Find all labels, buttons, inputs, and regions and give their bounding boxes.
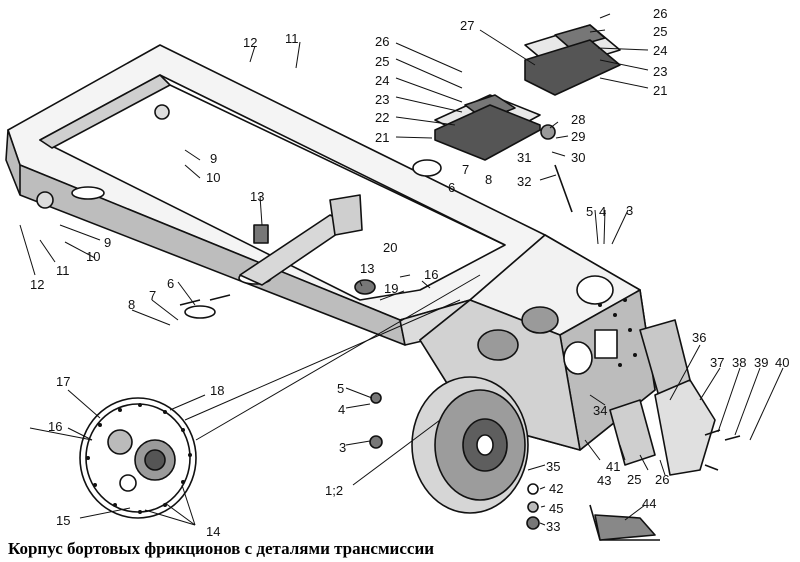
part-label: 18 — [210, 383, 225, 398]
part-label: 3 — [339, 440, 347, 455]
figure-caption: Корпус бортовых фрикционов с деталями тр… — [8, 539, 435, 558]
part-label: 30 — [571, 150, 586, 165]
part-label: 31 — [517, 150, 532, 165]
part-label: 26 — [375, 34, 390, 49]
part-label: 10 — [86, 249, 101, 264]
part-label: 38 — [732, 355, 747, 370]
part-label: 12 — [243, 35, 258, 50]
part-label: 15 — [56, 513, 71, 528]
part-label: 26 — [655, 472, 670, 487]
part-label: 4 — [338, 402, 346, 417]
part-label: 35 — [546, 459, 561, 474]
part-label: 8 — [485, 172, 493, 187]
part-label: 20 — [383, 240, 398, 255]
part-label: 14 — [206, 524, 221, 539]
part-label: 16 — [48, 419, 63, 434]
part-label: 5 — [337, 381, 345, 396]
part-label: 3 — [626, 203, 634, 218]
part-label: 27 — [460, 18, 475, 33]
part-label: 4 — [599, 204, 607, 219]
part-label: 10 — [206, 170, 221, 185]
part-label: 24 — [375, 73, 390, 88]
part-label: 17 — [56, 374, 71, 389]
part-label: 9 — [210, 151, 218, 166]
part-label: 42 — [549, 481, 564, 496]
part-label: 13 — [250, 189, 265, 204]
part-label: 11 — [285, 31, 299, 46]
part-label: 33 — [546, 519, 561, 534]
part-label: 19 — [384, 281, 399, 296]
part-label: 45 — [549, 501, 564, 516]
part-label: 1;2 — [325, 483, 344, 498]
part-label: 24 — [653, 43, 668, 58]
part-label: 41 — [606, 459, 621, 474]
part-label: 25 — [627, 472, 642, 487]
part-label: 7 — [462, 162, 470, 177]
part-label: 39 — [754, 355, 769, 370]
part-label: 32 — [517, 174, 532, 189]
part-label: 23 — [375, 92, 390, 107]
small-parts — [179, 124, 741, 541]
part-label: 21 — [653, 83, 668, 98]
part-label: 44 — [642, 496, 657, 511]
part-label: 9 — [104, 235, 112, 250]
part-label: 16 — [424, 267, 439, 282]
part-label: 12 — [30, 277, 45, 292]
part-label: 6 — [167, 276, 175, 291]
part-label: 36 — [692, 330, 707, 345]
detail-flange-view — [79, 274, 481, 519]
part-label: 5 — [586, 204, 594, 219]
part-label: 28 — [571, 112, 586, 127]
final-drive-disc — [411, 376, 529, 514]
part-label: 25 — [653, 24, 668, 39]
part-label: 34 — [593, 403, 608, 418]
part-label: 23 — [653, 64, 668, 79]
part-label: 8 — [128, 297, 136, 312]
part-label: 29 — [571, 129, 586, 144]
top-covers — [412, 24, 621, 177]
part-label: 6 — [448, 180, 456, 195]
part-label: 22 — [375, 110, 390, 125]
part-label: 21 — [375, 130, 390, 145]
part-label: 25 — [375, 54, 390, 69]
part-label: 26 — [653, 6, 668, 21]
leader-lines — [19, 13, 784, 526]
part-label: 13 — [360, 261, 375, 276]
part-label: 43 — [597, 473, 612, 488]
part-label: 37 — [710, 355, 725, 370]
part-label: 40 — [775, 355, 790, 370]
part-label: 11 — [56, 263, 70, 278]
part-label: 7 — [149, 288, 157, 303]
